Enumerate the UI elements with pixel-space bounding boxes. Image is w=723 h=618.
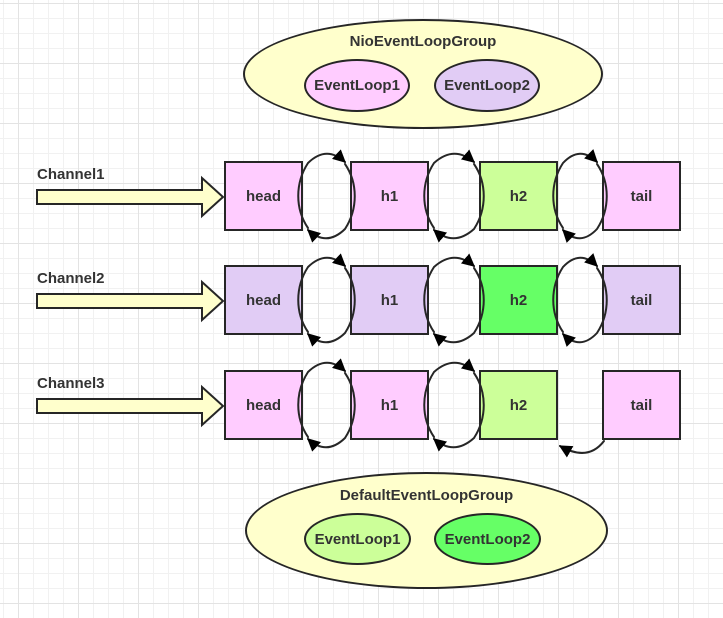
handler-box-head: head: [224, 161, 303, 231]
cycle-arrow-forward: [423, 358, 475, 438]
cycle-arrow-forward: [423, 149, 475, 229]
group-title: NioEventLoopGroup: [349, 33, 497, 50]
handler-box-h1: h1: [350, 265, 429, 335]
handler-box-h2: h2: [479, 265, 558, 335]
channel-block-arrow: [36, 384, 225, 428]
group-title: DefaultEventLoopGroup: [339, 487, 514, 504]
cycle-arrow-forward: [297, 253, 346, 333]
channel-block-arrow: [36, 175, 225, 219]
cycle-arrow-forward: [297, 149, 346, 229]
handler-box-tail: tail: [602, 265, 681, 335]
cycle-arrow-forward: [552, 253, 598, 333]
cycle-arrow-backward: [562, 163, 608, 243]
channel-block-arrow: [36, 279, 225, 323]
nio-event-loop-group-ellipse: NioEventLoopGroup EventLoop1 EventLoop2: [243, 19, 603, 129]
event-loop-ellipse: EventLoop2: [434, 59, 540, 112]
channel-label: Channel3: [37, 375, 105, 392]
handler-box-h1: h1: [350, 370, 429, 440]
event-loop-ellipse: EventLoop1: [304, 59, 410, 112]
handler-box-h2: h2: [479, 161, 558, 231]
cycle-arrow-backward: [307, 267, 356, 347]
channel-label: Channel2: [37, 270, 105, 287]
channel-label: Channel1: [37, 166, 105, 183]
cycle-arrow-forward: [297, 358, 346, 438]
cycle-arrow-forward: [552, 149, 598, 229]
cycle-arrow-backward: [307, 372, 356, 452]
cycle-arrow-backward: [307, 163, 356, 243]
handler-box-h2: h2: [479, 370, 558, 440]
event-loop-ellipse: EventLoop1: [304, 513, 411, 565]
cycle-arrow-backward: [433, 372, 485, 452]
cycle-arrow-backward-short: [558, 440, 605, 458]
cycle-arrow-backward: [433, 267, 485, 347]
handler-box-tail: tail: [602, 161, 681, 231]
handler-box-h1: h1: [350, 161, 429, 231]
handler-box-head: head: [224, 265, 303, 335]
event-loop-ellipse: EventLoop2: [434, 513, 541, 565]
default-event-loop-group-ellipse: DefaultEventLoopGroup EventLoop1 EventLo…: [245, 472, 608, 589]
handler-box-head: head: [224, 370, 303, 440]
cycle-arrow-backward: [562, 267, 608, 347]
cycle-arrow-backward: [433, 163, 485, 243]
handler-box-tail: tail: [602, 370, 681, 440]
cycle-arrow-forward: [423, 253, 475, 333]
